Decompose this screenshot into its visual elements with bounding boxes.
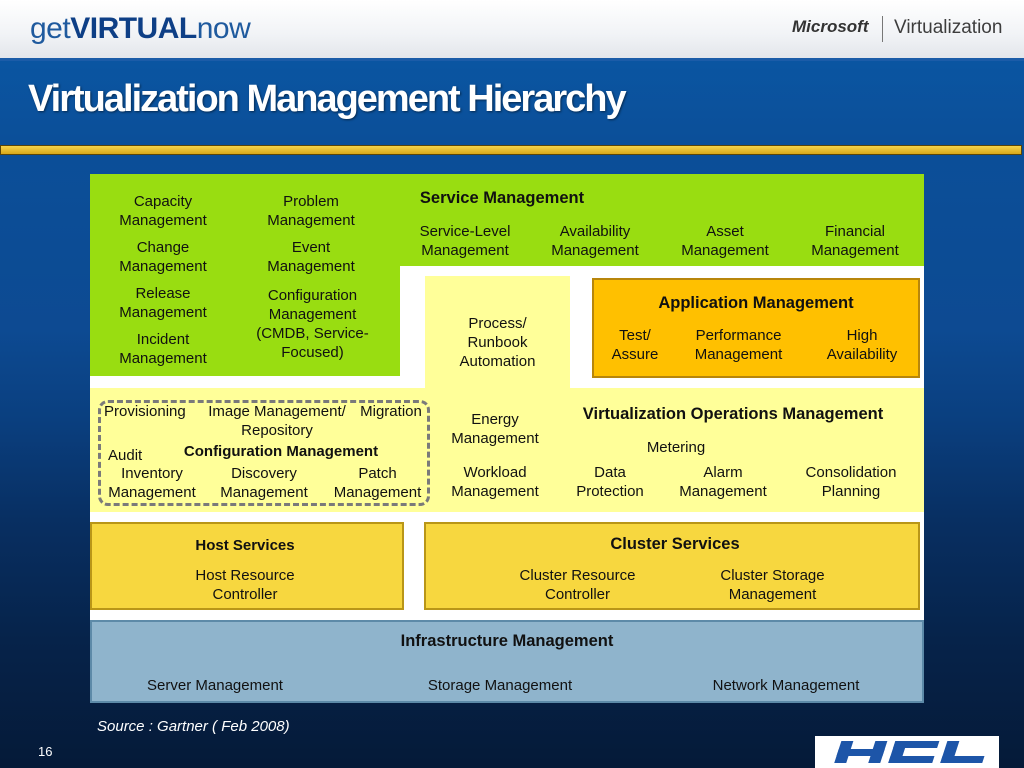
brand-suffix: now <box>196 12 251 45</box>
header-divider <box>882 16 883 42</box>
product-name: Virtualization <box>894 17 1003 38</box>
infrastructure-management-heading: Infrastructure Management <box>400 632 614 650</box>
brand-prefix: get <box>30 12 71 45</box>
service-management-left-band <box>90 174 400 376</box>
application-management-heading: Application Management <box>658 294 854 312</box>
hcl-logo-mark <box>834 741 985 763</box>
page-number: 16 <box>38 744 53 759</box>
source-citation: Source : Gartner ( Feb 2008) <box>97 718 290 735</box>
infrastructure-management-box <box>90 620 924 703</box>
storage-management-label: Storage Management <box>427 677 573 694</box>
test-assure-label: Test/Assure <box>611 327 659 363</box>
metering-label: Metering <box>646 439 706 456</box>
header-underline <box>0 58 1024 61</box>
process-runbook-region <box>425 276 570 396</box>
brand-bold: VIRTUAL <box>70 12 197 45</box>
migration-label: Migration <box>360 403 422 420</box>
host-services-box <box>90 522 404 610</box>
host-services-heading: Host Services <box>195 537 295 554</box>
virtualization-operations-region <box>90 388 924 512</box>
provisioning-label: Provisioning <box>104 403 186 420</box>
configuration-management-heading: Configuration Management <box>183 443 379 460</box>
audit-label: Audit <box>108 447 143 464</box>
hcl-logo <box>815 736 999 768</box>
network-management-label: Network Management <box>712 677 860 694</box>
cluster-services-heading: Cluster Services <box>610 535 740 553</box>
configuration-management-group <box>98 400 430 506</box>
slide-title: Virtualization Management Hierarchy <box>28 78 627 120</box>
vendor-logo: Microsoft <box>792 17 869 36</box>
cluster-services-box <box>424 522 920 610</box>
title-divider-bar <box>0 145 1022 155</box>
brand-logo: getVIRTUALnow <box>30 12 251 46</box>
header-bar: getVIRTUALnow Microsoft Virtualization <box>0 0 1024 58</box>
virtualization-operations-heading: Virtualization Operations Management <box>582 405 884 423</box>
service-management-heading: Service Management <box>419 189 585 207</box>
server-management-label: Server Management <box>147 677 283 694</box>
application-management-box <box>592 278 920 378</box>
image-management-repository-label: Image Management/Repository <box>208 403 346 439</box>
